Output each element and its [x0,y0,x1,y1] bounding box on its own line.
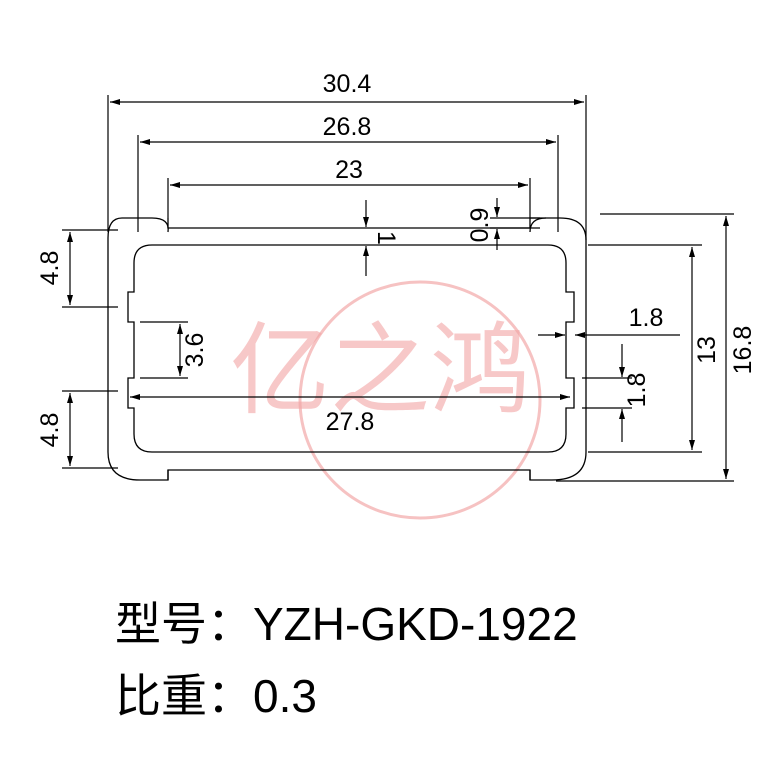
dim-lip-height: 0.9 [466,198,540,250]
model-value: YZH-GKD-1922 [253,598,578,650]
gravity-value: 0.3 [253,670,317,722]
dim-overall-height: 16.8 [556,213,757,482]
dim-left-slot-height-label: 3.6 [181,333,209,368]
dim-right-rib-depth-label: 1.8 [629,304,664,332]
dim-inner-top-width-label: 26.8 [323,113,372,141]
profile-drawing: 亿之鸿 30.4 26.8 [36,70,757,520]
gravity-caption: 比重：0.3 [115,660,317,726]
dim-left-lower-height: 4.8 [36,390,118,469]
dim-inner-width: 27.8 [130,394,570,436]
dim-slot-width-label: 23 [335,156,363,184]
dim-overall-width: 30.4 [107,70,587,240]
dim-overall-width-label: 30.4 [323,70,372,98]
dim-overall-height-label: 16.8 [729,326,757,375]
dimensions: 30.4 26.8 23 1 0.9 [36,70,757,482]
dim-wall-thickness-label: 1 [372,231,400,245]
gravity-label: 比重： [115,669,253,723]
watermark-ring [298,280,542,520]
dim-left-upper-height: 4.8 [36,229,118,308]
dim-inner-width-label: 27.8 [326,408,375,436]
dim-inner-height: 13 [588,244,721,453]
watermark: 亿之鸿 [230,280,542,520]
dim-wall-thickness: 1 [363,200,400,276]
dim-right-rib-depth: 1.8 [538,304,680,338]
dim-slot-width: 23 [167,156,531,218]
model-label: 型号： [115,597,253,651]
dim-left-slot-height: 3.6 [140,321,209,379]
dim-inner-top-width: 26.8 [137,113,559,232]
model-caption: 型号：YZH-GKD-1922 [115,588,578,654]
dim-right-slot-height-label: 1.8 [623,373,651,408]
dim-left-lower-height-label: 4.8 [36,413,64,448]
watermark-text: 亿之鸿 [230,312,530,429]
dim-inner-height-label: 13 [693,336,721,364]
dim-lip-height-label: 0.9 [466,208,494,243]
dim-right-slot-height: 1.8 [582,344,651,442]
dim-left-upper-height-label: 4.8 [36,251,64,286]
